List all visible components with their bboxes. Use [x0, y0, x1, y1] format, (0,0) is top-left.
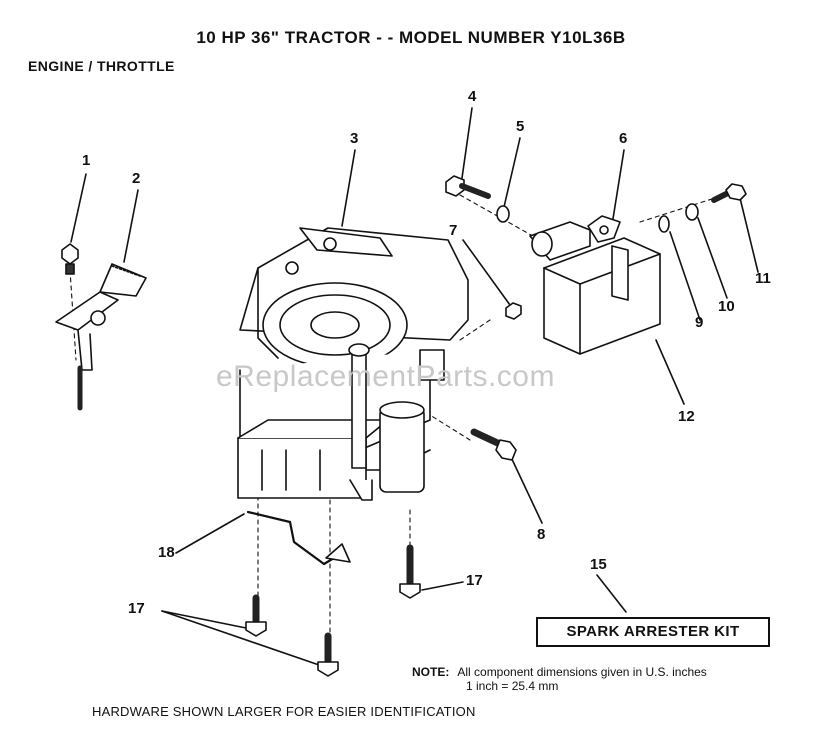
washer-part-10 — [685, 203, 699, 221]
page-title: 10 HP 36" TRACTOR - - MODEL NUMBER Y10L3… — [196, 28, 626, 47]
callout-8: 8 — [537, 526, 546, 543]
callout-18: 18 — [158, 544, 175, 561]
note-label: NOTE: — [412, 665, 450, 679]
callout-11: 11 — [755, 270, 771, 287]
throttle-link-part-18 — [246, 510, 351, 566]
muffler-part-12 — [529, 221, 661, 355]
washer-part-9 — [658, 215, 670, 233]
bolt-part-1 — [61, 243, 79, 275]
note-line-2: 1 inch = 25.4 mm — [466, 679, 559, 693]
section-title: ENGINE / THROTTLE — [28, 58, 175, 74]
callout-15: 15 — [590, 556, 607, 573]
footer-note: HARDWARE SHOWN LARGER FOR EASIER IDENTIF… — [92, 704, 476, 719]
bolt-part-8 — [470, 428, 517, 461]
bolt-part-4 — [445, 175, 491, 199]
callout-6: 6 — [619, 130, 628, 147]
callout-5: 5 — [516, 118, 525, 135]
leader-lines — [70, 107, 759, 667]
callout-4: 4 — [468, 88, 477, 105]
note-line-1: All component dimensions given in U.S. i… — [457, 665, 707, 679]
callout-9: 9 — [695, 314, 704, 331]
callout-17: 17 — [466, 572, 483, 589]
washer-part-5 — [496, 205, 510, 223]
bolt-part-17c — [399, 544, 421, 599]
note-block: NOTE: All component dimensions given in U… — [412, 665, 707, 693]
callout-2: 2 — [132, 170, 141, 187]
callout-12: 12 — [678, 408, 695, 425]
callout-10: 10 — [718, 298, 735, 315]
bolt-part-11 — [711, 183, 747, 203]
watermark: eReplacementParts.com — [216, 360, 555, 393]
callout-1: 1 — [82, 152, 91, 169]
callout-3: 3 — [350, 130, 359, 147]
bolt-part-17b — [317, 632, 339, 677]
callout-17-group: 17 — [128, 600, 145, 617]
callout-7: 7 — [449, 222, 458, 239]
engine-part-3 — [237, 227, 469, 501]
flange-part-6 — [587, 215, 621, 243]
spark-arrester-kit-label: SPARK ARRESTER KIT — [536, 617, 770, 647]
bolt-part-17a — [245, 594, 267, 637]
nut-part-7 — [505, 302, 522, 320]
throttle-control-part-2 — [55, 263, 147, 411]
